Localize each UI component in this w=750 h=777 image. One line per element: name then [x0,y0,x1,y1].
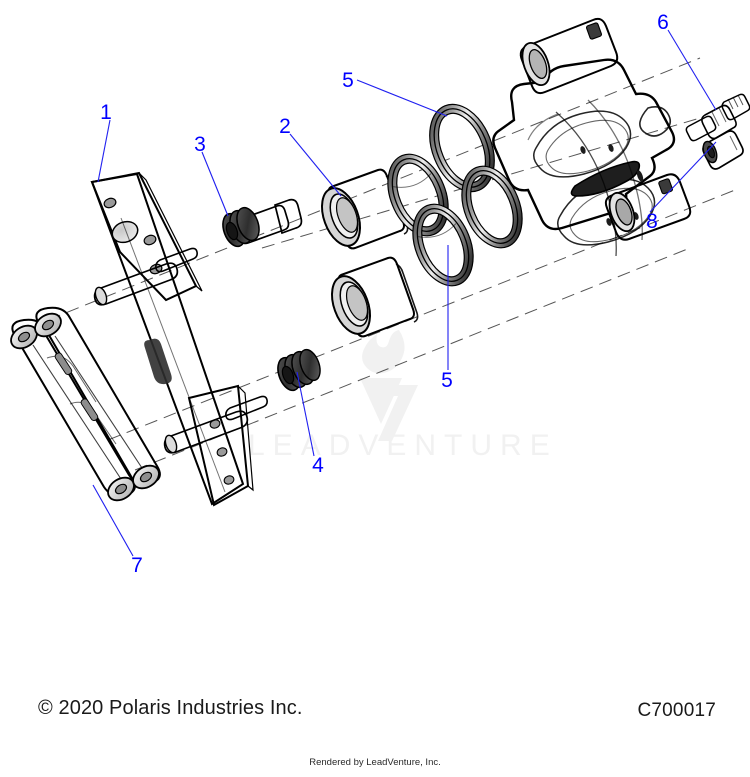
part-brake-pad-set [10,306,161,502]
part-o-ring-seal-c [412,203,474,287]
leader-3 [201,151,229,217]
callout-number-1: 1 [100,101,112,124]
caliper-upper-mount-boss [519,17,619,95]
part-pin-boot-bushing [277,348,321,392]
copyright-notice: © 2020 Polaris Industries Inc. [38,697,303,719]
callout-number-4: 4 [312,454,324,477]
part-bleeder-screw [685,93,750,142]
bracket-upper-guide-pin [93,247,198,306]
part-guide-pin-with-boot [222,198,303,248]
drawing-code: C700017 [637,700,716,721]
watermark-label: LEADVENTURE [248,429,558,462]
caliper-lower-mount-boss [604,173,692,241]
leader-7 [92,484,134,557]
callout-number-5-lower: 5 [441,369,453,392]
guide-pin-boot [222,206,260,248]
callout-leader-lines [92,29,717,557]
callout-number-3: 3 [194,133,206,156]
callout-number-7: 7 [131,554,143,577]
callout-number-6: 6 [657,11,669,34]
leader-5a [356,79,448,117]
callout-number-2: 2 [279,115,291,138]
leader-6 [667,29,717,111]
leader-4 [296,371,315,457]
part-caliper-body [492,17,692,257]
leadventure-watermark: LEADVENTURE [248,330,558,462]
part-o-ring-seal-d [461,165,523,249]
part-caliper-piston-upper [321,168,409,250]
part-o-ring-seal-b [429,103,495,193]
leader-2 [289,133,342,197]
leader-8 [649,141,717,213]
part-caliper-piston-lower [331,256,419,338]
assembly-axis-lines [47,57,736,471]
leader-1 [97,119,111,183]
callout-numbers: 1 2 3 4 5 5 6 7 8 [100,11,669,577]
callout-number-5-upper: 5 [342,69,354,92]
rendered-by-notice: Rendered by LeadVenture, Inc. [309,757,441,768]
callout-number-8: 8 [646,210,658,233]
part-o-ring-seal-a [387,153,449,237]
part-bleeder-screw-cap [702,130,744,170]
bracket-lower-guide-pin [163,395,268,454]
part-caliper-mounting-bracket [90,171,268,507]
